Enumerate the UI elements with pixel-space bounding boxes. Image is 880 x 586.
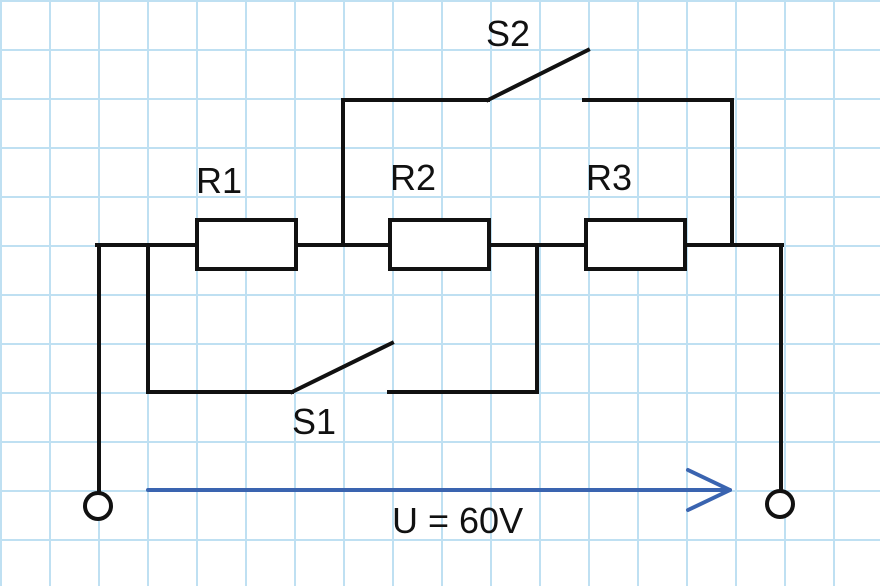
resistor-r3 xyxy=(584,218,687,271)
label-r2: R2 xyxy=(390,157,436,198)
resistor-r1 xyxy=(195,218,298,271)
resistor-r2 xyxy=(388,218,491,271)
label-s2: S2 xyxy=(486,13,530,54)
left-terminal xyxy=(83,491,113,521)
s2-branch-left-wire xyxy=(341,98,490,247)
label-s1: S1 xyxy=(292,401,336,442)
s2-switch-blade xyxy=(485,47,591,103)
s2-branch-right-wire xyxy=(582,98,734,247)
label-r1: R1 xyxy=(196,160,242,201)
s1-branch-right-wire xyxy=(387,243,539,394)
right-terminal xyxy=(765,489,795,519)
s1-switch-blade xyxy=(289,340,395,395)
s1-branch-left-wire xyxy=(146,243,294,394)
label-r3: R3 xyxy=(586,157,632,198)
voltage-arrow xyxy=(146,468,732,512)
label-voltage: U = 60V xyxy=(392,500,523,541)
